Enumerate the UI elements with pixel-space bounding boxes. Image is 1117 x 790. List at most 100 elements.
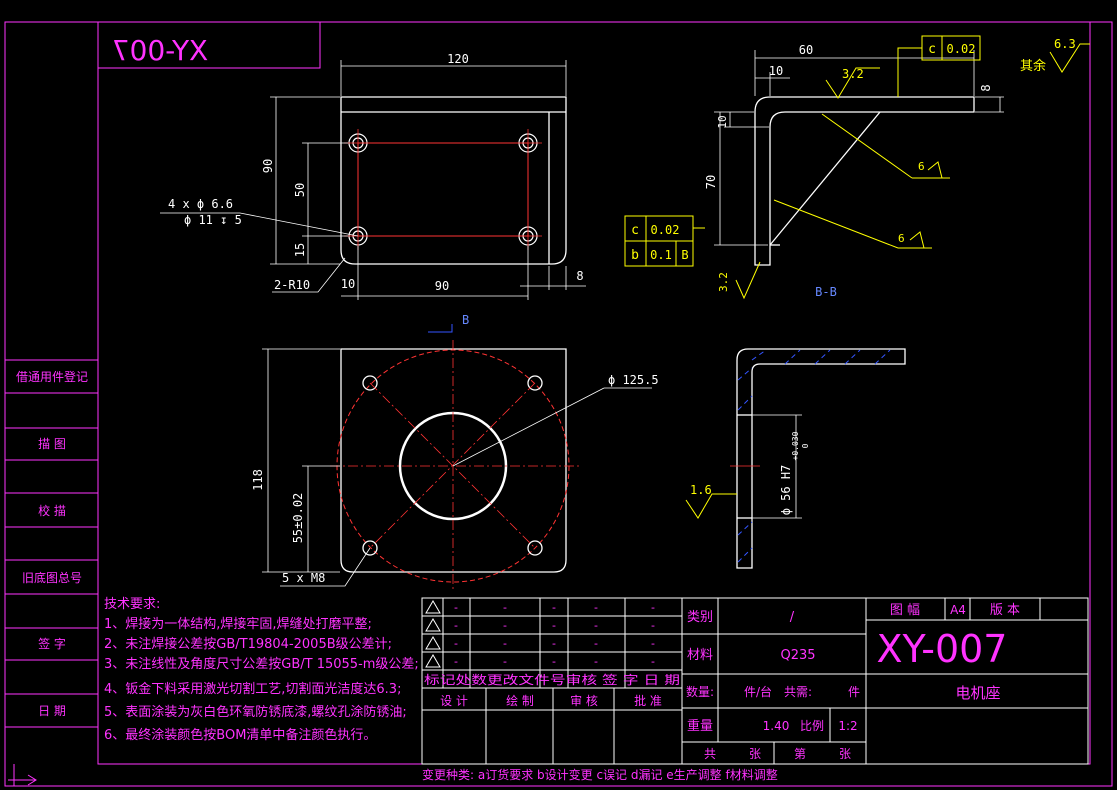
tech-item-2: 2、未注焊接公差按GB/T19804-2005B级公差计; <box>104 636 392 652</box>
top-edge-y-dim: 15 <box>293 243 307 257</box>
sheet-total-unit: 张 <box>749 747 761 761</box>
rev-dash: - <box>454 637 458 650</box>
rev-dash: - <box>503 637 507 650</box>
roughness-others: 6.3 <box>1054 37 1076 51</box>
sign-draw: 绘 制 <box>506 693 534 708</box>
bore-tol-lower: 0 <box>801 443 810 448</box>
rev-dash: - <box>594 655 598 668</box>
rev-dash: - <box>552 601 556 614</box>
gdt-mid-b-code: b <box>631 248 639 263</box>
tech-item-4: 4、钣金下料采用激光切割工艺,切割面光洁度达6.3; <box>104 681 401 697</box>
category-value: / <box>790 610 795 625</box>
gdt-mid-b-value: 0.1 <box>650 248 672 262</box>
part-name: 电机座 <box>955 684 1000 702</box>
rev-dash: - <box>552 619 556 632</box>
gdt-mid-c-value: 0.02 <box>651 223 680 237</box>
front-height-dim: 118 <box>251 469 265 491</box>
pcd-dim: ϕ 125.5 <box>608 373 659 387</box>
sign-approve: 批 准 <box>634 693 662 708</box>
top-hole-spacing-x-dim: 90 <box>435 279 449 293</box>
category-label: 类别 <box>687 610 713 625</box>
rev-dash: - <box>552 637 556 650</box>
strip-label-3: 校 描 <box>38 503 66 518</box>
material-value: Q235 <box>780 648 815 663</box>
top-radius-dim: 2-R10 <box>274 278 310 292</box>
roughness-others-label: 其余 <box>1020 58 1046 74</box>
side-thickness-dim: 8 <box>979 84 993 91</box>
rev-dash: - <box>594 619 598 632</box>
weld-size-a: 6 <box>918 160 925 173</box>
title-block <box>421 597 1089 765</box>
front-offset-dim: 55±0.02 <box>291 493 305 544</box>
rev-dash: - <box>454 619 458 632</box>
strip-label-6: 日 期 <box>38 704 66 718</box>
change-types: 变更种类: a订货要求 b设计变更 c误记 d漏记 e生产调整 f材料调整 <box>422 767 778 782</box>
rev-dash: - <box>503 655 507 668</box>
rev-dash: - <box>594 637 598 650</box>
top-edge-x-dim: 10 <box>341 277 355 291</box>
top-view-holes <box>348 133 538 246</box>
section-label: B-B <box>815 285 837 299</box>
scale-label: 比例 <box>800 719 824 733</box>
roughness-top: 3.2 <box>842 67 864 81</box>
hole-callout: 4 x ϕ 6.6 <box>168 197 233 211</box>
side-height-dim: 70 <box>704 175 718 189</box>
tech-item-1: 1、焊接为一体结构,焊接牢固,焊缝处打磨平整; <box>104 616 372 632</box>
rev-dash: - <box>651 655 655 668</box>
tech-requirements: 技术要求: 1、焊接为一体结构,焊接牢固,焊缝处打磨平整; 2、未注焊接公差按G… <box>104 597 419 743</box>
gdt-mid-b-ref: B <box>681 248 688 262</box>
top-view: 120 90 50 15 90 10 8 2-R10 4 x ϕ 6.6 ϕ 1… <box>160 52 586 300</box>
quantity-label: 数量: <box>686 684 714 699</box>
bore-tol-upper: +0.030 <box>791 431 800 460</box>
rev-dash: - <box>594 601 598 614</box>
section-marker-label: B <box>462 313 469 327</box>
front-view-holes <box>362 375 543 556</box>
sheet-no-unit: 张 <box>839 747 851 761</box>
weight-label: 重量 <box>687 718 713 734</box>
side-flange-dim: 10 <box>769 64 783 78</box>
format-label: 图 幅 <box>890 603 920 618</box>
section-roughness: 1.6 <box>690 483 712 497</box>
bore-dim: ϕ 56 H7 <box>779 465 793 516</box>
tech-item-5: 5、表面涂装为灰白色环氧防锈底漆,螺纹孔涂防锈油; <box>104 704 407 720</box>
top-width-dim: 120 <box>447 52 469 66</box>
rev-dash: - <box>503 601 507 614</box>
top-hole-spacing-y-dim: 50 <box>293 183 307 197</box>
tech-item-3: 3、未注线性及角度尺寸公差按GB/T 15055-m级公差; <box>104 656 419 672</box>
side-short-leg-dim: 10 <box>716 115 729 128</box>
rev-dash: - <box>552 655 556 668</box>
counterbore-callout: ϕ 11 ↧ 5 <box>184 213 242 227</box>
top-thickness-dim: 8 <box>576 269 583 283</box>
title-block-text: 标记处数更改文件号审核 签 字 日 期 设 计 绘 制 审 核 批 准 类别 /… <box>422 603 1020 782</box>
section-view: ϕ 56 H7 +0.030 0 1.6 <box>685 348 906 569</box>
sign-review: 审 核 <box>570 693 598 708</box>
top-height-dim: 90 <box>261 159 275 173</box>
scale-value: 1:2 <box>838 719 857 733</box>
tech-heading: 技术要求: <box>104 597 160 612</box>
revision-dashes: - - - - - - - - - - - - - - - - - - - - <box>454 601 655 668</box>
side-view: 60 10 8 10 70 3.2 3.2 6.3 其余 6 6 <box>624 35 1090 300</box>
drawing-number: XY-007 <box>877 627 1008 671</box>
rev-dash: - <box>454 601 458 614</box>
weight-value: 1.40 <box>763 719 790 733</box>
rev-dash: - <box>651 619 655 632</box>
gdt-top-value: 0.02 <box>947 42 976 56</box>
thread-callout: 5 x M8 <box>282 571 325 585</box>
quantity-total-label: 共需: <box>784 685 812 699</box>
revision-triangles <box>425 600 441 668</box>
strip-label-5: 签 字 <box>38 636 66 651</box>
mirrored-drawing-code: XY-007 <box>112 34 209 67</box>
gdt-mid-c-code: c <box>631 223 639 238</box>
revision-header: 标记处数更改文件号审核 签 字 日 期 <box>424 672 680 687</box>
material-label: 材料 <box>687 648 713 663</box>
roughness-left: 3.2 <box>717 272 730 292</box>
strip-label-1: 借通用件登记 <box>16 369 88 384</box>
front-view: B ϕ 125.5 118 55±0.02 5 x M8 <box>251 313 659 590</box>
strip-label-2: 描 图 <box>38 437 66 451</box>
sheet-no: 第 <box>794 747 806 761</box>
version-label: 版 本 <box>990 603 1020 618</box>
quantity-per-set: 件/台 <box>744 684 772 699</box>
side-width-dim: 60 <box>799 43 813 57</box>
format-value: A4 <box>950 603 966 617</box>
